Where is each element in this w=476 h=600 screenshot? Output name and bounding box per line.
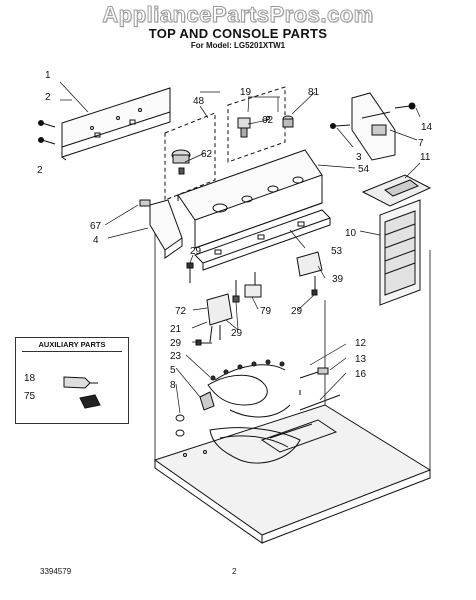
callout-14: 14 [421,122,433,133]
callout-62a: 62 [262,115,274,126]
leader-lines [59,81,421,414]
side-bracket-7 [351,92,416,161]
callout-81: 81 [308,87,320,98]
callout-labels: 1 2 2 48 19 81 62 62 14 7 3 11 54 67 4 2… [37,70,433,391]
callout-62b: 62 [201,149,213,160]
console-54 [177,149,323,249]
rear-bracket [61,87,171,161]
callout-23: 23 [170,351,182,362]
auxiliary-parts-title: AUXILIARY PARTS [38,340,106,349]
callout-29b: 29 [231,328,243,339]
callout-72: 72 [175,306,187,317]
aux-part-18-icon [63,376,98,389]
aux-label-75: 75 [24,391,36,402]
callout-13: 13 [355,354,367,365]
callout-12: 12 [355,338,367,349]
dashed-box-48 [164,112,216,201]
clip-5 [175,391,215,422]
callout-39: 39 [332,274,344,285]
callout-79: 79 [260,306,272,317]
callout-67: 67 [90,221,102,232]
callout-21: 21 [170,324,182,335]
callout-2b: 2 [37,165,43,176]
auxiliary-parts-box: AUXILIARY PARTS 18 75 [15,337,129,424]
top-panel [153,404,432,544]
page-number: 2 [232,567,237,576]
callout-29a: 29 [190,246,202,257]
callout-3: 3 [356,152,362,163]
lint-filter-10 [379,199,421,306]
callout-8: 8 [170,380,176,391]
end-cap-4 [139,199,183,259]
knob-81 [282,115,294,128]
aux-part-75-icon [79,394,101,409]
bracket-79 [232,272,262,303]
callout-7: 7 [418,138,424,149]
callout-29c: 29 [170,338,182,349]
auxiliary-divider [22,351,122,352]
lint-cover-11 [361,174,432,207]
wire-harness-23 [207,359,301,464]
callout-16: 16 [355,369,367,380]
callout-1: 1 [45,70,51,81]
screws-2 [38,120,56,145]
document-number: 3394579 [40,567,72,576]
callout-54: 54 [358,164,370,175]
dashed-box-19 [227,86,286,163]
screw-3 [330,123,351,129]
callout-29d: 29 [291,306,303,317]
callout-2: 2 [45,92,51,103]
watermark: AppliancePartsPros.com [102,2,374,28]
callout-5: 5 [170,365,176,376]
callout-10: 10 [345,228,357,239]
callout-19: 19 [240,87,252,98]
page-title: TOP AND CONSOLE PARTS [148,26,328,41]
screw-29-a [186,262,194,283]
model-subtitle: For Model: LG5201XTW1 [190,41,286,50]
clip-13 [299,367,341,411]
part-39 [296,251,323,296]
aux-label-18: 18 [24,373,36,384]
console-rail-53 [194,209,331,271]
switch-21 [195,293,233,346]
callout-48: 48 [193,96,205,107]
callout-53: 53 [331,246,343,257]
callout-11: 11 [420,152,431,163]
callout-4: 4 [93,235,99,246]
